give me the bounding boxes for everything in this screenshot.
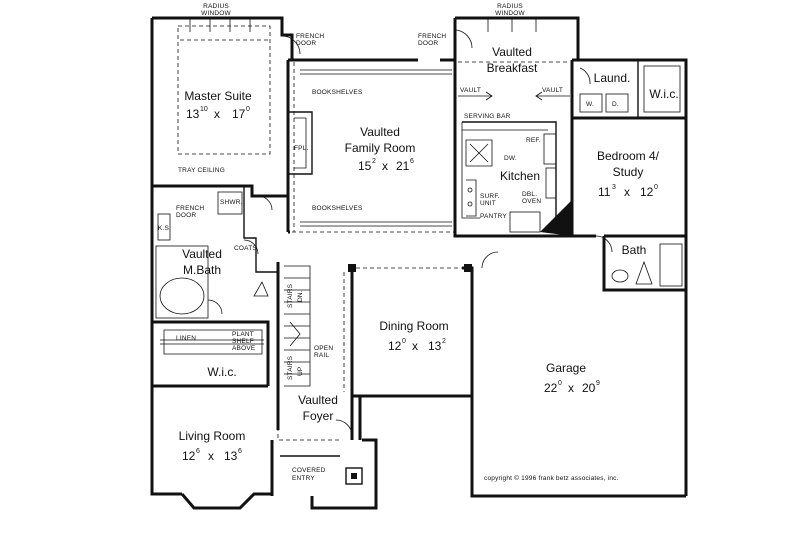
surf-unit-label-a: SURF. (480, 193, 500, 200)
family-room-height-in: 6 (410, 158, 414, 165)
room-labels: Master Suite 13 10 x 17 0 Vaulted Family… (179, 45, 679, 463)
coats-label: COATS (234, 245, 257, 252)
family-room-name-2: Family Room (345, 141, 416, 155)
breakfast-name-2: Breakfast (487, 61, 538, 75)
serving-bar-label: SERVING BAR (464, 113, 511, 120)
fixtures (155, 18, 683, 441)
open-rail-label-a: OPEN (314, 345, 333, 352)
garage-width-in: 0 (558, 380, 562, 387)
radius-window-label-2b: WINDOW (495, 10, 525, 17)
dryer-label: D. (612, 101, 619, 108)
foyer-name-2: Foyer (303, 409, 334, 423)
dining-height-in: 2 (442, 338, 446, 345)
wic-left-name: W.i.c. (207, 365, 236, 379)
copyright-notice: copyright © 1996 frank betz associates, … (484, 474, 619, 482)
dim-separator: x (382, 159, 388, 173)
dim-separator: x (624, 185, 630, 199)
dining-width: 12 (388, 339, 402, 353)
french-door-label-3b: DOOR (176, 212, 196, 219)
stairs-down-label: STAIRS (287, 283, 294, 308)
living-width: 12 (182, 449, 196, 463)
garage-height-in: 9 (596, 380, 600, 387)
french-door-label-2a: FRENCH (418, 33, 446, 40)
kitchen-name: Kitchen (500, 169, 540, 183)
up-label: UP (297, 367, 304, 376)
master-suite-width-in: 10 (200, 106, 208, 113)
family-room-name-1: Vaulted (360, 125, 400, 139)
living-room-name: Living Room (179, 429, 246, 443)
master-suite-height: 17 (232, 107, 246, 121)
radius-window-label-2a: RADIUS (497, 3, 523, 10)
family-room-width: 15 (358, 159, 372, 173)
dim-separator: x (214, 107, 220, 121)
bookshelves-top-label: BOOKSHELVES (312, 89, 363, 96)
family-room-width-in: 2 (372, 158, 376, 165)
plant-shelf-label-c: ABOVE (232, 345, 256, 352)
bedroom4-name-1: Bedroom 4/ (597, 149, 660, 163)
plant-shelf-label-a: PLANT (232, 331, 254, 338)
washer-label: W. (586, 101, 594, 108)
pantry-label: PANTRY (480, 213, 507, 220)
mbath-name-1: Vaulted (182, 247, 222, 261)
knee-space-label: K.S. (158, 225, 171, 232)
bedroom4-name-2: Study (613, 165, 644, 179)
radius-window-label-1b: WINDOW (201, 10, 231, 17)
dim-separator: x (568, 381, 574, 395)
stairs-up-label: STAIRS (287, 355, 294, 380)
bedroom4-height: 12 (640, 185, 654, 199)
living-height-in: 6 (238, 448, 242, 455)
down-label: DN. (297, 290, 304, 302)
dining-width-in: 0 (402, 338, 406, 345)
laundry-name: Laund. (594, 71, 631, 85)
wic-right-name: W.i.c. (649, 87, 678, 101)
covered-entry-label-a: COVERED (292, 467, 326, 474)
foyer-name-1: Vaulted (298, 393, 338, 407)
mbath-name-2: M.Bath (183, 263, 221, 277)
living-width-in: 6 (196, 448, 200, 455)
master-suite-name: Master Suite (184, 89, 252, 103)
family-room-height: 21 (396, 159, 410, 173)
garage-width: 22 (544, 381, 558, 395)
tray-ceiling-label: TRAY CEILING (178, 167, 225, 174)
shower-label: SHWR. (220, 199, 243, 206)
master-suite-width: 13 (186, 107, 200, 121)
french-door-label-1b: DOOR (296, 40, 316, 47)
master-suite-height-in: 0 (246, 106, 250, 113)
radius-window-label-1a: RADIUS (203, 3, 229, 10)
garage-height: 20 (582, 381, 596, 395)
french-door-label-1a: FRENCH (296, 33, 324, 40)
bedroom4-height-in: 0 (654, 184, 658, 191)
ref-label: REF. (526, 137, 541, 144)
dining-room-name: Dining Room (379, 319, 448, 333)
french-door-label-2b: DOOR (418, 40, 438, 47)
linen-label: LINEN (176, 335, 196, 342)
annotations: RADIUS WINDOW RADIUS WINDOW FRENCH DOOR … (158, 3, 619, 482)
open-rail-label-b: RAIL (314, 352, 329, 359)
dbl-oven-label-a: DBL. (522, 191, 537, 198)
bookshelves-bottom-label: BOOKSHELVES (312, 205, 363, 212)
covered-entry-label-b: ENTRY (292, 475, 315, 482)
fireplace-label: FPL. (294, 145, 309, 152)
vault-left-label: VAULT (460, 87, 481, 94)
plant-shelf-label-b: SHELF (232, 338, 254, 345)
living-height: 13 (224, 449, 238, 463)
bedroom4-width-in: 3 (612, 184, 616, 191)
dim-separator: x (412, 339, 418, 353)
bath-name: Bath (622, 243, 647, 257)
french-door-label-3a: FRENCH (176, 205, 204, 212)
vault-right-label: VAULT (542, 87, 563, 94)
dim-separator: x (208, 449, 214, 463)
dining-height: 13 (428, 339, 442, 353)
dishwasher-label: DW. (504, 155, 517, 162)
breakfast-name-1: Vaulted (492, 45, 532, 59)
surf-unit-label-b: UNIT (480, 200, 496, 207)
dbl-oven-label-b: OVEN (522, 198, 541, 205)
bedroom4-width: 11 (598, 185, 611, 199)
garage-name: Garage (546, 361, 586, 375)
walls (150, 16, 688, 510)
